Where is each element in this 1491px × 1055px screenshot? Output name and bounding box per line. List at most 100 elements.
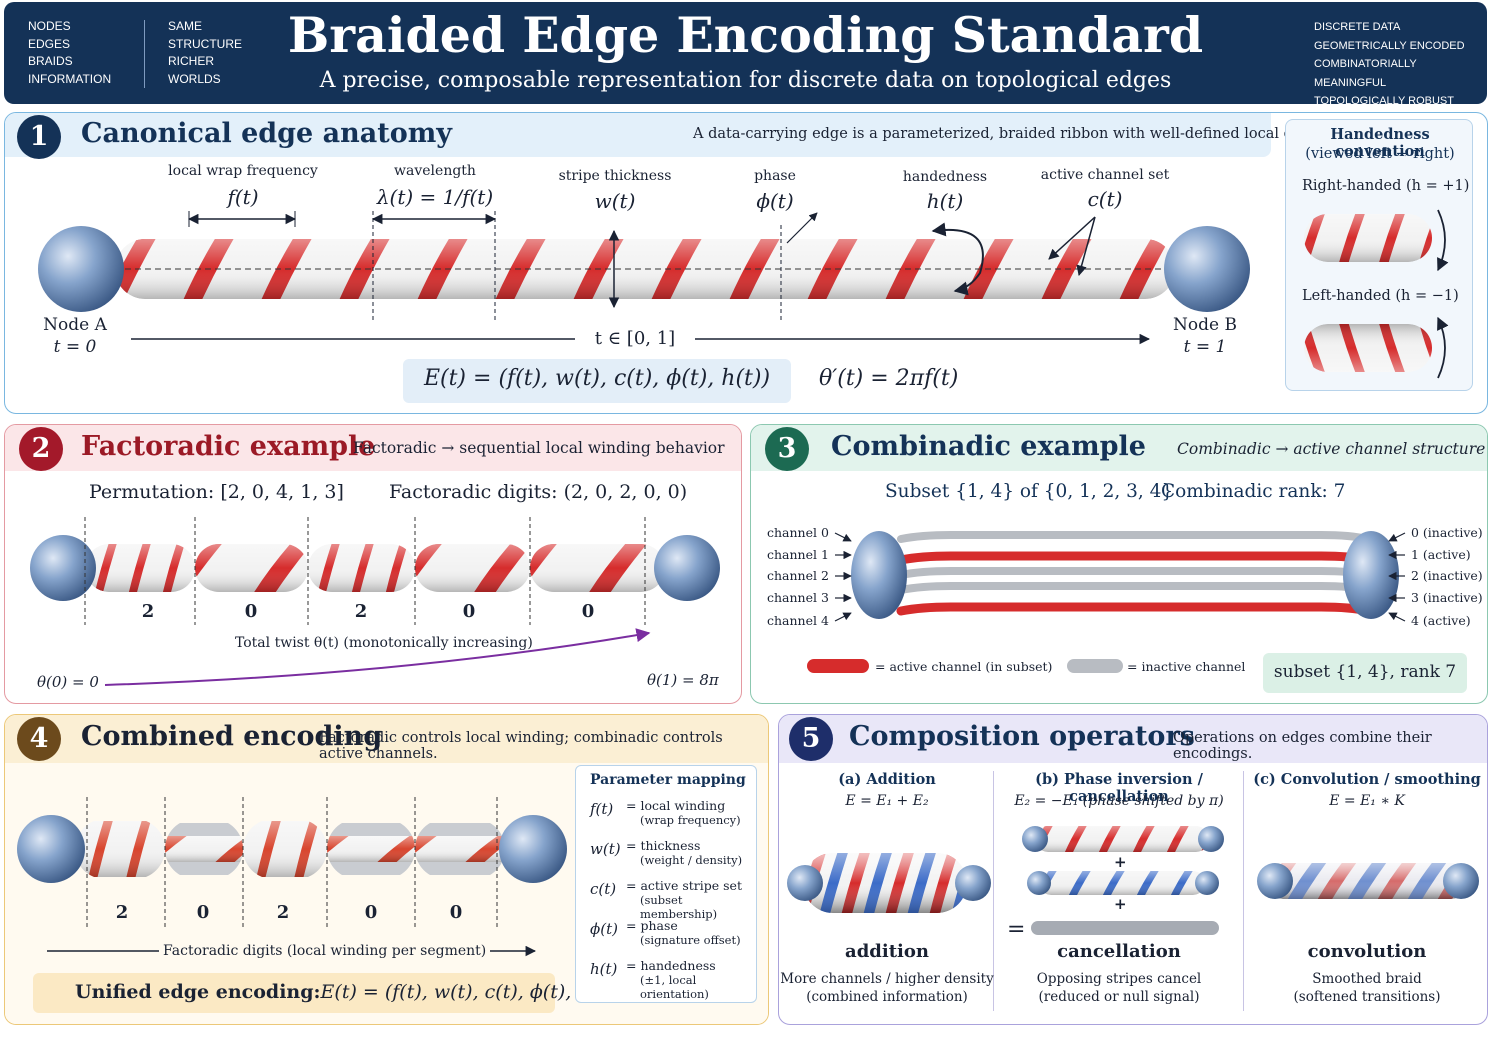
channel-label-left: channel 1 [767,547,829,562]
header-banner: NODES EDGES BRAIDS INFORMATION SAME STRU… [4,2,1487,107]
panel-anatomy: 1 Canonical edge anatomy A data-carrying… [4,112,1488,414]
header-word: SAME [168,19,203,33]
channel-pointer [834,612,852,622]
factoradic-digit: 2 [141,601,155,622]
operator-equation: E = E₁ ∗ K [1329,793,1405,809]
page-title: Braided Edge Encoding Standard [287,6,1204,64]
channel-label-left: channel 4 [767,613,829,628]
t-range-label: t ∈ [0, 1] [575,328,695,349]
permutation-value: [2, 0, 4, 1, 3] [220,481,344,503]
mapping-name: = thickness [626,838,701,853]
digits-caption: Factoradic digits: [389,481,558,503]
header-word: COMBINATORIALLY MEANINGFUL [1314,58,1417,89]
panel-title: Composition operators [849,721,1195,752]
handedness-box: Handedness convention (viewed left → rig… [1285,119,1473,391]
mapping-name: = handedness [626,958,716,973]
node-a-label: Node A [43,315,107,335]
inactive-channel-strand [897,531,1371,543]
equals-sign: = [1007,917,1026,942]
cancel-braid-1-stripe [1235,826,1257,852]
permutation-label: Permutation: [2, 0, 4, 1, 3] [89,481,344,503]
panel-description: Factoradic controls local winding; combi… [319,730,723,762]
mapping-symbol: w(t) [590,840,621,858]
panel-factoradic: 2 Factoradic example Factoradic → sequen… [4,424,742,704]
legend-active-swatch [807,659,869,673]
addition-braid-stripe [778,853,782,913]
node-a-sphere [851,531,907,619]
column-divider [993,771,994,1011]
rank-label: Combinadic rank: 7 [1161,481,1346,502]
rank-badge-text: subset {1, 4}, rank 7 [1273,662,1457,682]
label-stripe-thickness: stripe thickness [558,168,672,184]
parameter-mapping-title: Parameter mapping [590,772,746,788]
inactive-channel-strand [897,567,1371,579]
column-divider [1243,771,1244,1011]
factoradic-digit: 0 [581,601,595,622]
node-sphere [787,865,823,901]
unified-label: Unified edge encoding: [75,981,321,1003]
node-sphere [1198,826,1224,852]
label-active-channel-math: c(t) [1087,187,1123,211]
right-handed-arrow [1437,209,1449,272]
legend-inactive-label: = inactive channel [1127,659,1246,674]
node-sphere [1027,871,1051,895]
factoradic-digit: 2 [115,902,129,923]
node-sphere [1022,826,1048,852]
panel-number: 3 [765,427,809,471]
node-b-t: t = 1 [1183,337,1227,357]
convolution-braid [1265,863,1469,899]
handedness-arrow [931,222,984,296]
node-b-sphere [654,535,720,601]
panel-description: Factoradic → sequential local winding be… [353,439,725,457]
unified-encoding: Unified edge encoding:E(t) = (f(t), w(t)… [75,981,619,1003]
segment-braid [165,836,243,862]
node-sphere [955,865,991,901]
mapping-note: (subset membership) [640,893,718,921]
node-b-sphere [499,815,567,883]
operator-equation: E = E₁ + E₂ [845,793,929,809]
node-a-t: t = 0 [53,337,97,357]
header-word: RICHER [168,54,215,68]
operator-desc: Smoothed braid [1312,971,1422,987]
header-word: WORLDS [168,71,221,86]
node-a-sphere [38,226,124,312]
cancelled-braid [1031,921,1219,935]
plus-sign: + [1114,895,1127,913]
unified-equation: E(t) = (f(t), w(t), c(t), ϕ(t), h(t)) [320,981,620,1003]
panel-header-strip [779,715,1487,763]
channel-pointer [1388,532,1406,542]
theta-zero-label: θ(0) = 0 [37,673,99,691]
panel-title: Combinadic example [831,431,1146,462]
anatomy-diagram [38,211,1250,345]
plus-sign: + [1114,853,1127,871]
mapping-note: (signature offset) [640,933,741,947]
channel-label-right: 4 (active) [1411,613,1471,628]
operator-desc: Opposing stripes cancel [1036,971,1202,987]
cancel-braid-2 [1039,871,1205,895]
segment-braid [327,836,415,862]
panel-title: Factoradic example [81,431,376,462]
channel-pointer [1388,612,1406,622]
parameter-mapping-box: Parameter mapping f(t)= local winding(wr… [575,765,757,1003]
left-handed-braid-stripe [1459,324,1485,372]
node-b-sphere [1343,531,1399,619]
panel-header-strip [5,113,1271,157]
cancel-braid-1-stripe [997,826,1019,852]
left-handed-arrow [1437,316,1449,379]
label-active-channel: active channel set [1040,167,1170,183]
node-a-sphere [17,815,85,883]
panel-description: Combinadic → active channel structure [1177,440,1486,458]
operator-name: convolution [1307,941,1427,962]
legend-inactive-swatch [1067,659,1123,673]
mapping-name: = local winding [626,798,726,813]
theta-one-label: θ(1) = 8π [647,671,719,689]
label-wrap-frequency: local wrap frequency [168,163,318,179]
node-b-label: Node B [1173,315,1237,335]
right-handed-label: Right-handed (h = +1) [1302,178,1470,194]
panel-combined: 4 Combined encoding Factoradic controls … [4,714,769,1025]
panel-title: Combined encoding [81,721,383,752]
panel-number: 1 [17,115,61,159]
header-word: INFORMATION [28,71,112,86]
panel-title: Canonical edge anatomy [81,118,452,149]
panel-composition: 5 Composition operators Operations on ed… [778,714,1488,1025]
